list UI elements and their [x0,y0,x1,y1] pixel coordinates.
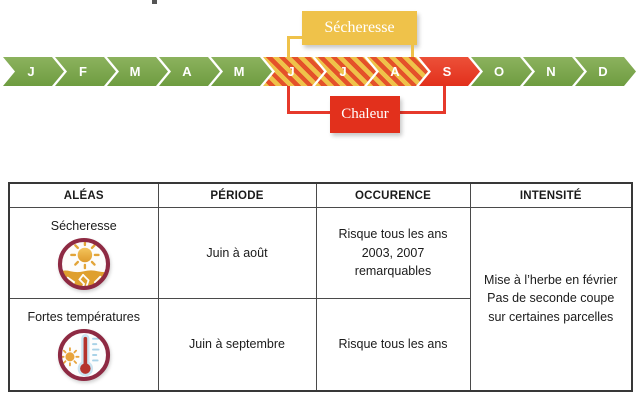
drought-connector-horizontal [287,36,303,39]
cell-occurence-secheresse: Risque tous les ans 2003, 2007 remarquab… [315,207,471,299]
month-label: S [442,64,452,79]
month-chevron-7: J [315,57,376,86]
cell-occurence-fortes-temperatures: Risque tous les ans [315,298,471,391]
month-chevron-2: F [55,57,116,86]
month-chevron-3: M [107,57,168,86]
table-row-fortes-temperatures: Fortes températures [8,298,632,391]
month-label: D [598,64,608,79]
heat-connector-right-vertical [443,86,446,114]
month-chevron-9: S [419,57,480,86]
col-header-aleas: ALÉAS [8,182,159,208]
alea-name: Sécheresse [50,218,117,233]
month-chevron-6: J [263,57,324,86]
cell-periode-fortes-temperatures: Juin à septembre [157,298,317,391]
month-label: M [129,64,141,79]
drought-connector-right [411,44,414,58]
heat-connector-left-vertical [287,86,290,114]
month-label: J [27,64,35,79]
drought-label-box: Sécheresse [302,11,417,45]
heat-connector-right-horizontal [399,111,446,114]
col-header-intensite: INTENSITÉ [469,182,633,208]
month-label: M [233,64,245,79]
heat-label-box: Chaleur [330,96,400,133]
col-header-occurence: OCCURENCE [315,182,471,208]
thermometer-icon [57,328,110,381]
heat-label: Chaleur [341,106,389,122]
month-chevron-5: M [211,57,272,86]
alea-name: Fortes températures [27,309,141,324]
drought-icon [57,237,110,290]
month-label: O [493,64,505,79]
drought-connector-left [287,36,290,58]
cell-alea-secheresse: Sécheresse [8,207,159,299]
drought-label: Sécheresse [324,19,395,36]
month-chevron-4: A [159,57,220,86]
month-label: J [339,64,347,79]
month-label: N [546,64,556,79]
month-label: A [390,64,400,79]
month-chevron-11: N [523,57,584,86]
table-row-secheresse: Sécheresse [8,207,633,391]
month-label: F [79,64,87,79]
heat-connector-left-horizontal [287,111,331,114]
month-chevron-8: A [367,57,428,86]
cell-alea-fortes-temperatures: Fortes températures [8,298,159,391]
month-chevron-1: J [3,57,64,86]
month-chevron-12: D [575,57,636,86]
hazards-table: ALÉAS PÉRIODE OCCURENCE INTENSITÉ Sécher… [8,182,633,392]
cell-periode-secheresse: Juin à août [157,207,317,299]
cell-intensite: Mise à l’herbe en février Pas de seconde… [469,207,633,391]
cropped-text-fragment [152,0,157,4]
month-label: J [287,64,295,79]
month-chevron-10: O [471,57,532,86]
col-header-periode: PÉRIODE [157,182,317,208]
table-header-row: ALÉAS PÉRIODE OCCURENCE INTENSITÉ [8,182,633,208]
month-label: A [182,64,192,79]
